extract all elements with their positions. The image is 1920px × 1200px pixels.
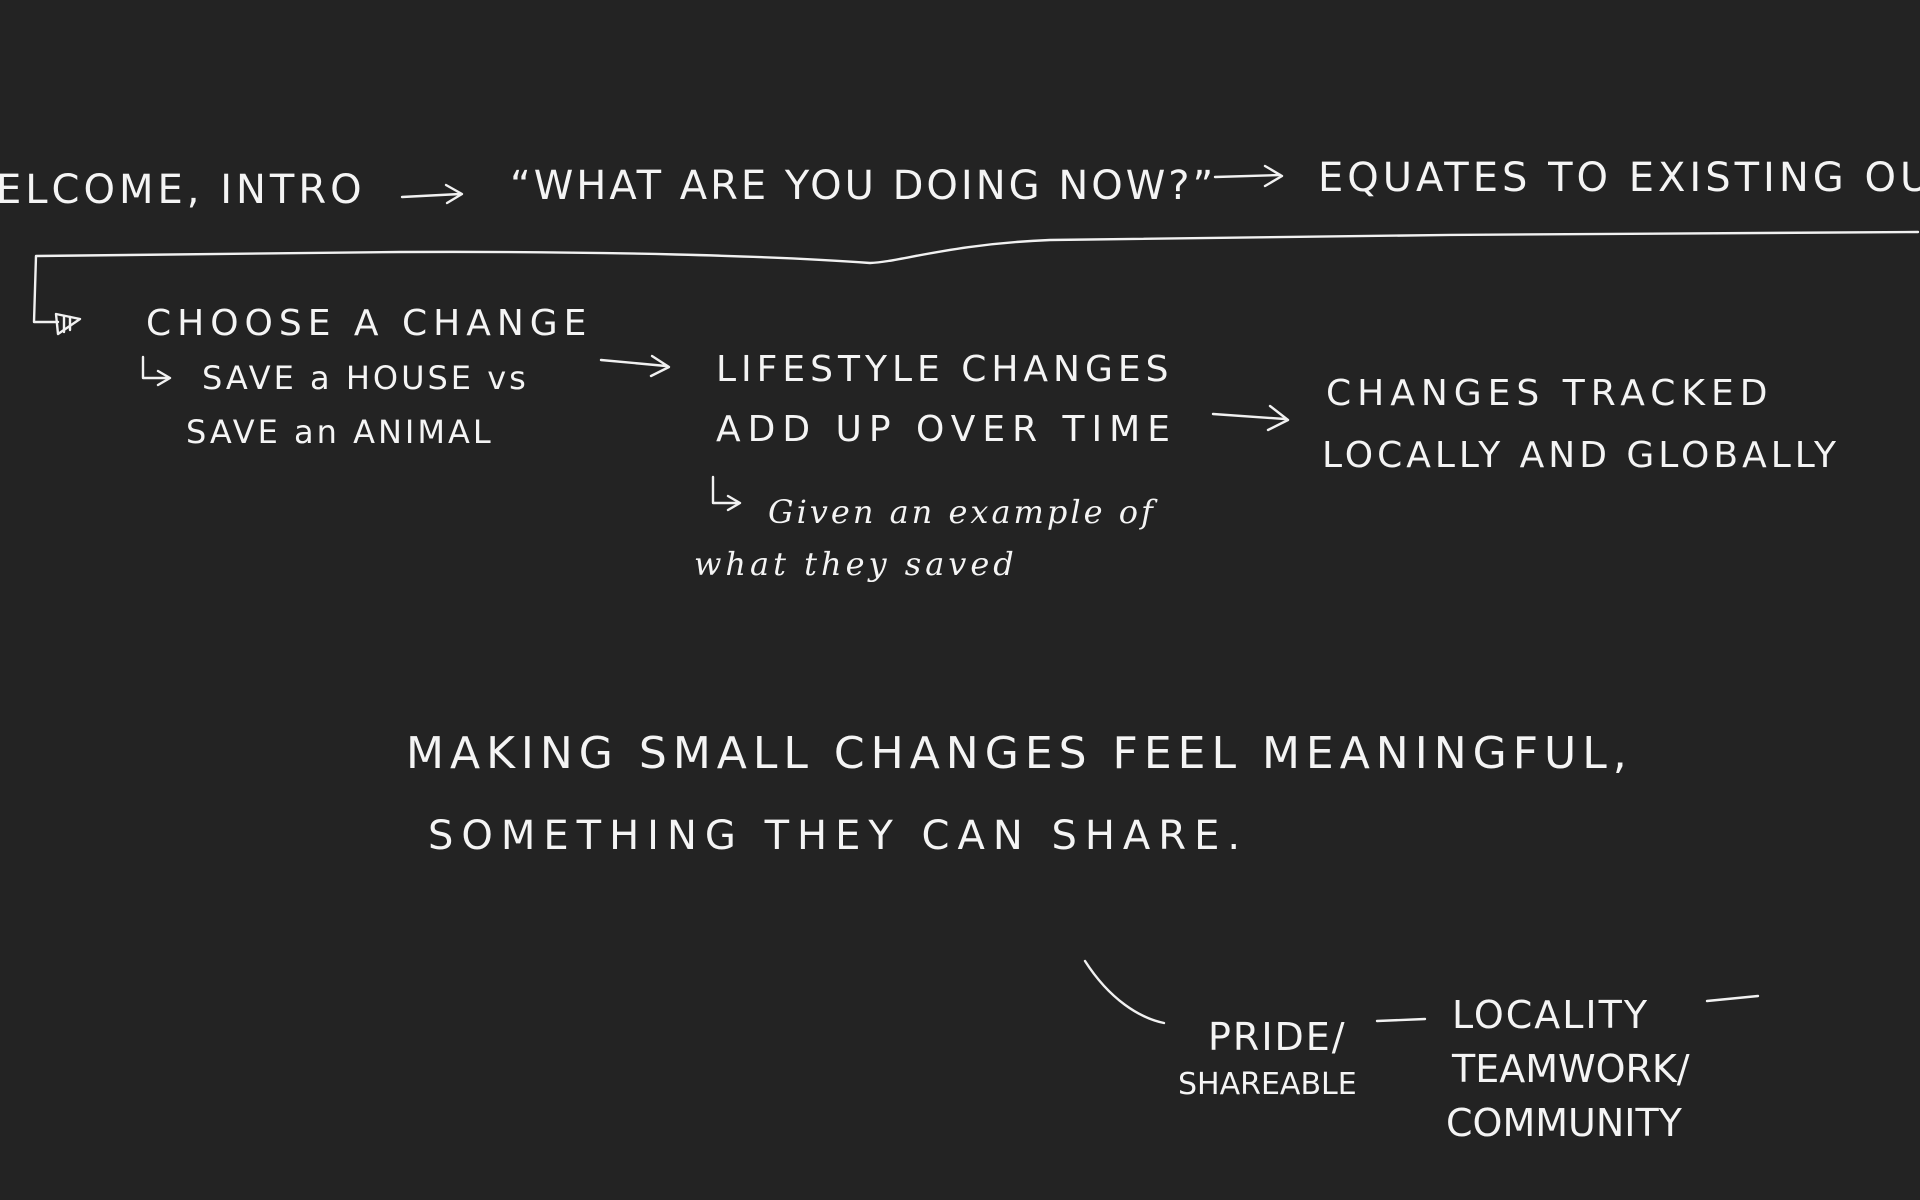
locally-globally-label: LOCALLY AND GLOBALLY xyxy=(1322,435,1841,476)
dash-locality-right xyxy=(1705,994,1760,1003)
arrow-intro-to-question xyxy=(400,183,464,205)
welcome-intro-label: ELCOME, INTRO xyxy=(0,167,366,213)
shareable-label: SHAREABLE xyxy=(1178,1067,1357,1102)
question-label: “WHAT ARE YOU DOING NOW?” xyxy=(510,163,1217,209)
given-example-note: Given an example of xyxy=(768,493,1156,531)
choose-sub-animal: SAVE an ANIMAL xyxy=(186,413,494,451)
teamwork-label: TEAMWORK/ xyxy=(1452,1047,1690,1091)
what-they-saved-note: what they saved xyxy=(694,545,1018,583)
statement-line-1: MAKING SMALL CHANGES FEEL MEANINGFUL, xyxy=(406,728,1633,779)
choose-change-label: CHOOSE A CHANGE xyxy=(146,303,593,344)
arrow-question-to-equates xyxy=(1213,164,1284,188)
arrow-choose-to-lifestyle xyxy=(599,354,671,378)
arrow-lifestyle-to-tracked xyxy=(1211,404,1290,432)
equates-label: EQUATES TO EXISTING OUTPU xyxy=(1318,155,1920,201)
connector-arrowhead xyxy=(54,312,82,336)
community-label: COMMUNITY xyxy=(1446,1101,1682,1145)
curve-to-pride xyxy=(1083,959,1166,1025)
lifestyle-changes-label: LIFESTYLE CHANGES xyxy=(716,349,1174,390)
add-up-over-time-label: ADD UP OVER TIME xyxy=(716,409,1177,450)
hook-choose xyxy=(141,355,172,387)
locality-label: LOCALITY xyxy=(1452,993,1650,1037)
hook-given xyxy=(711,475,742,512)
dash-pride-locality xyxy=(1375,1017,1427,1023)
statement-line-2: SOMETHING THEY CAN SHARE. xyxy=(428,813,1249,859)
pride-label: PRIDE/ xyxy=(1208,1015,1347,1059)
connector-line xyxy=(32,230,1920,324)
choose-sub-house: SAVE a HOUSE vs xyxy=(202,359,529,397)
changes-tracked-label: CHANGES TRACKED xyxy=(1326,373,1774,414)
